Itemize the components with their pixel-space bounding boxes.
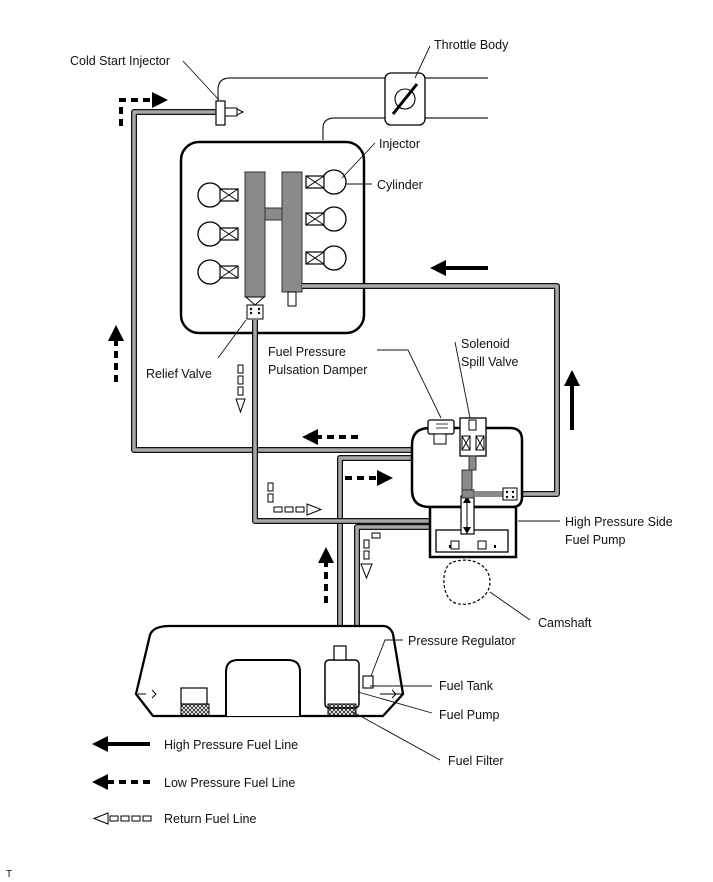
return-flow-arrows bbox=[235, 364, 381, 580]
flow-arrows bbox=[108, 92, 580, 603]
label-cold-start-injector: Cold Start Injector bbox=[70, 54, 170, 68]
label-hp-pump-line2: Fuel Pump bbox=[565, 533, 625, 547]
camshaft-icon bbox=[443, 559, 491, 605]
label-fuel-pressure-line2: Pulsation Damper bbox=[268, 363, 367, 377]
legend-high-pressure: High Pressure Fuel Line bbox=[92, 736, 298, 752]
label-camshaft: Camshaft bbox=[538, 616, 592, 630]
label-solenoid-line1: Solenoid bbox=[461, 337, 510, 351]
corner-mark: T bbox=[6, 869, 12, 880]
label-fuel-pressure-line1: Fuel Pressure bbox=[268, 345, 346, 359]
label-fuel-pump: Fuel Pump bbox=[439, 708, 499, 722]
sub-tank-filter-icon bbox=[180, 687, 210, 717]
label-relief-valve: Relief Valve bbox=[146, 367, 212, 381]
relief-valve-icon bbox=[244, 296, 266, 320]
fuel-level-marks bbox=[151, 689, 397, 699]
label-solenoid-line2: Spill Valve bbox=[461, 355, 518, 369]
fuel-pump-icon bbox=[324, 645, 360, 717]
cold-start-injector-icon bbox=[215, 100, 245, 126]
leader-lines bbox=[182, 45, 560, 761]
legend-return bbox=[92, 812, 152, 825]
diagram-labels: Cold Start Injector Throttle Body Inject… bbox=[6, 38, 673, 880]
legend-low-pressure: Low Pressure Fuel Line bbox=[92, 774, 295, 790]
pulsation-damper-icon bbox=[427, 419, 455, 445]
legend-label-high-pressure: High Pressure Fuel Line bbox=[164, 738, 298, 752]
label-pressure-regulator: Pressure Regulator bbox=[408, 634, 516, 648]
intake-lines bbox=[217, 77, 488, 140]
label-hp-pump-line1: High Pressure Side bbox=[565, 515, 673, 529]
cylinders-left bbox=[197, 182, 239, 285]
legend-label-low-pressure: Low Pressure Fuel Line bbox=[164, 776, 295, 790]
label-injector: Injector bbox=[379, 137, 420, 151]
label-cylinder: Cylinder bbox=[377, 178, 423, 192]
legend: High Pressure Fuel Line Low Pressure Fue… bbox=[92, 736, 298, 826]
label-fuel-tank: Fuel Tank bbox=[439, 679, 494, 693]
throttle-body-icon bbox=[384, 72, 426, 126]
cylinders-right bbox=[305, 169, 347, 271]
pressure-regulator-icon bbox=[362, 675, 374, 689]
high-pressure-pump bbox=[410, 426, 524, 559]
legend-label-return: Return Fuel Line bbox=[164, 812, 256, 826]
solenoid-spill-valve-icon bbox=[459, 417, 487, 471]
tank-hump bbox=[225, 659, 301, 716]
label-fuel-filter: Fuel Filter bbox=[448, 754, 504, 768]
label-throttle-body: Throttle Body bbox=[434, 38, 509, 52]
